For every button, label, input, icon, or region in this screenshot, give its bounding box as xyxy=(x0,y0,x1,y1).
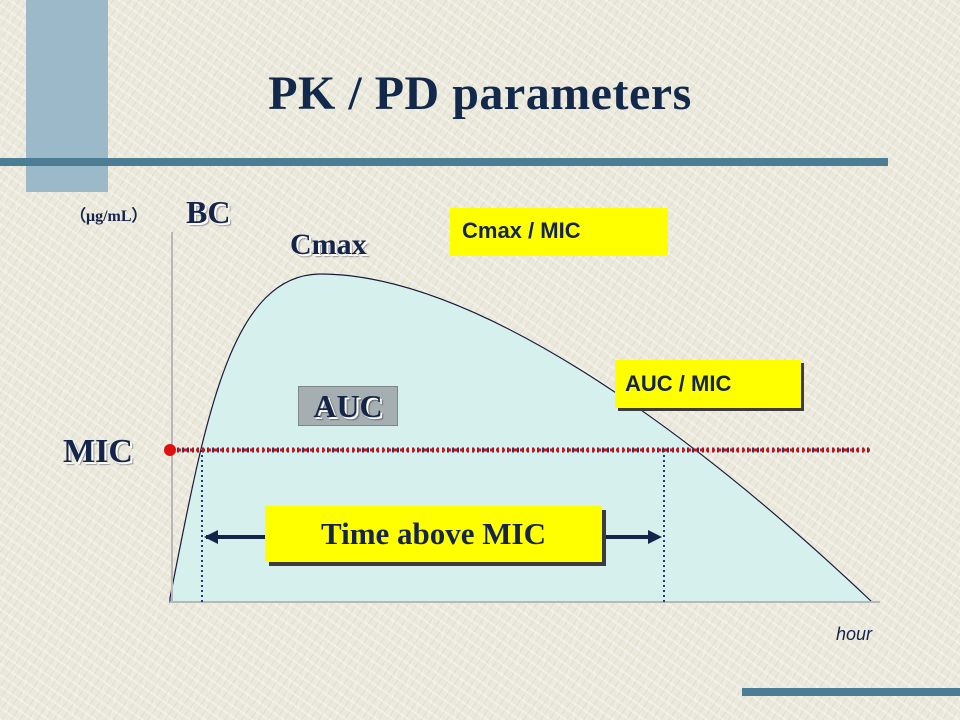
mic-point-marker xyxy=(164,444,176,456)
cmax-mic-box: Cmax / MIC xyxy=(450,208,668,256)
x-unit-label: hour xyxy=(836,624,873,644)
slide-title: PK / PD parameters xyxy=(268,67,692,120)
time-above-mic-box: Time above MIC xyxy=(265,506,602,562)
auc-label-box: AUC xyxy=(298,386,398,426)
time-arrow-left-head xyxy=(204,530,218,544)
footer-bar xyxy=(742,688,960,696)
time-arrow-right-head xyxy=(648,530,662,544)
title-underline-bar xyxy=(0,158,888,166)
auc-mic-box: AUC / MIC xyxy=(615,360,801,408)
mic-label: MIC xyxy=(63,433,133,470)
cmax-label: Cmax xyxy=(290,228,367,261)
y-axis-label: BC xyxy=(186,194,231,230)
y-unit-label: （μg/mL） xyxy=(70,208,148,225)
